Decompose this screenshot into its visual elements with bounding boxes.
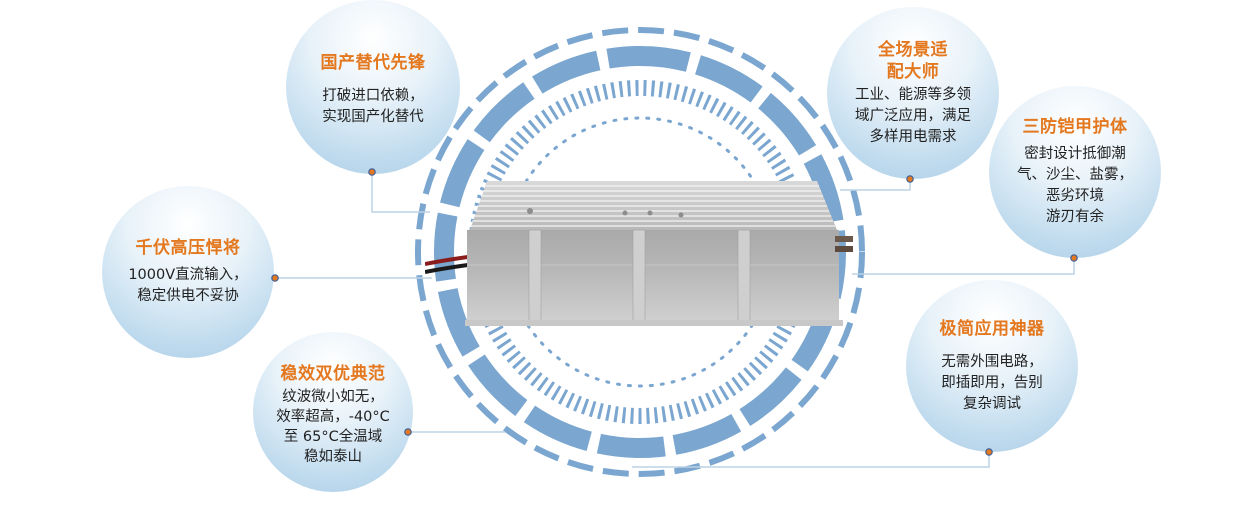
feature-body: 无需外围电路， 即插即用，告别 复杂调试 (941, 353, 1043, 412)
feature-title: 千伏高压悍将 (135, 238, 241, 258)
connector-dot (271, 274, 279, 282)
feature-title: 三防铠甲护体 (1022, 117, 1128, 137)
feature-body: 纹波微小如无， 效率超高，-40°C 至 65°C全温域 稳如泰山 (276, 389, 390, 465)
connector-dot (1070, 254, 1078, 262)
feature-title: 极简应用神器 (939, 318, 1045, 339)
feature-body: 工业、能源等多领 域广泛应用，满足 多样用电需求 (855, 86, 971, 145)
feature-body: 密封设计抵御潮 气、沙尘、盐雾， 恶劣环境 游刃有余 (1017, 146, 1133, 225)
feature-title: 国产替代先锋 (320, 53, 426, 73)
feature-bubble-protection: 三防铠甲护体 密封设计抵御潮 气、沙尘、盐雾， 恶劣环境 游刃有余 (989, 86, 1161, 258)
connector-dot (985, 448, 993, 456)
feature-title: 全场景适 配大师 (878, 39, 948, 82)
feature-title: 稳效双优典范 (280, 364, 386, 384)
feature-body: 1000V直流输入， 稳定供电不妥协 (128, 267, 248, 304)
feature-bubble-efficiency: 稳效双优典范 纹波微小如无， 效率超高，-40°C 至 65°C全温域 稳如泰山 (253, 332, 413, 492)
feature-bubble-high-voltage: 千伏高压悍将 1000V直流输入， 稳定供电不妥协 (102, 186, 274, 358)
outer-dashed-ring (415, 27, 865, 477)
connector-dot (906, 175, 914, 183)
connector-dot (404, 428, 412, 436)
connector-dot (368, 168, 376, 176)
product-image (425, 181, 853, 326)
feature-bubble-scenarios: 全场景适 配大师 工业、能源等多领 域广泛应用，满足 多样用电需求 (827, 7, 999, 179)
feature-bubble-simple: 极简应用神器 无需外围电路， 即插即用，告别 复杂调试 (906, 280, 1078, 452)
feature-body: 打破进口依赖， 实现国产化替代 (322, 88, 424, 125)
feature-bubble-domestic: 国产替代先锋 打破进口依赖， 实现国产化替代 (286, 0, 460, 174)
